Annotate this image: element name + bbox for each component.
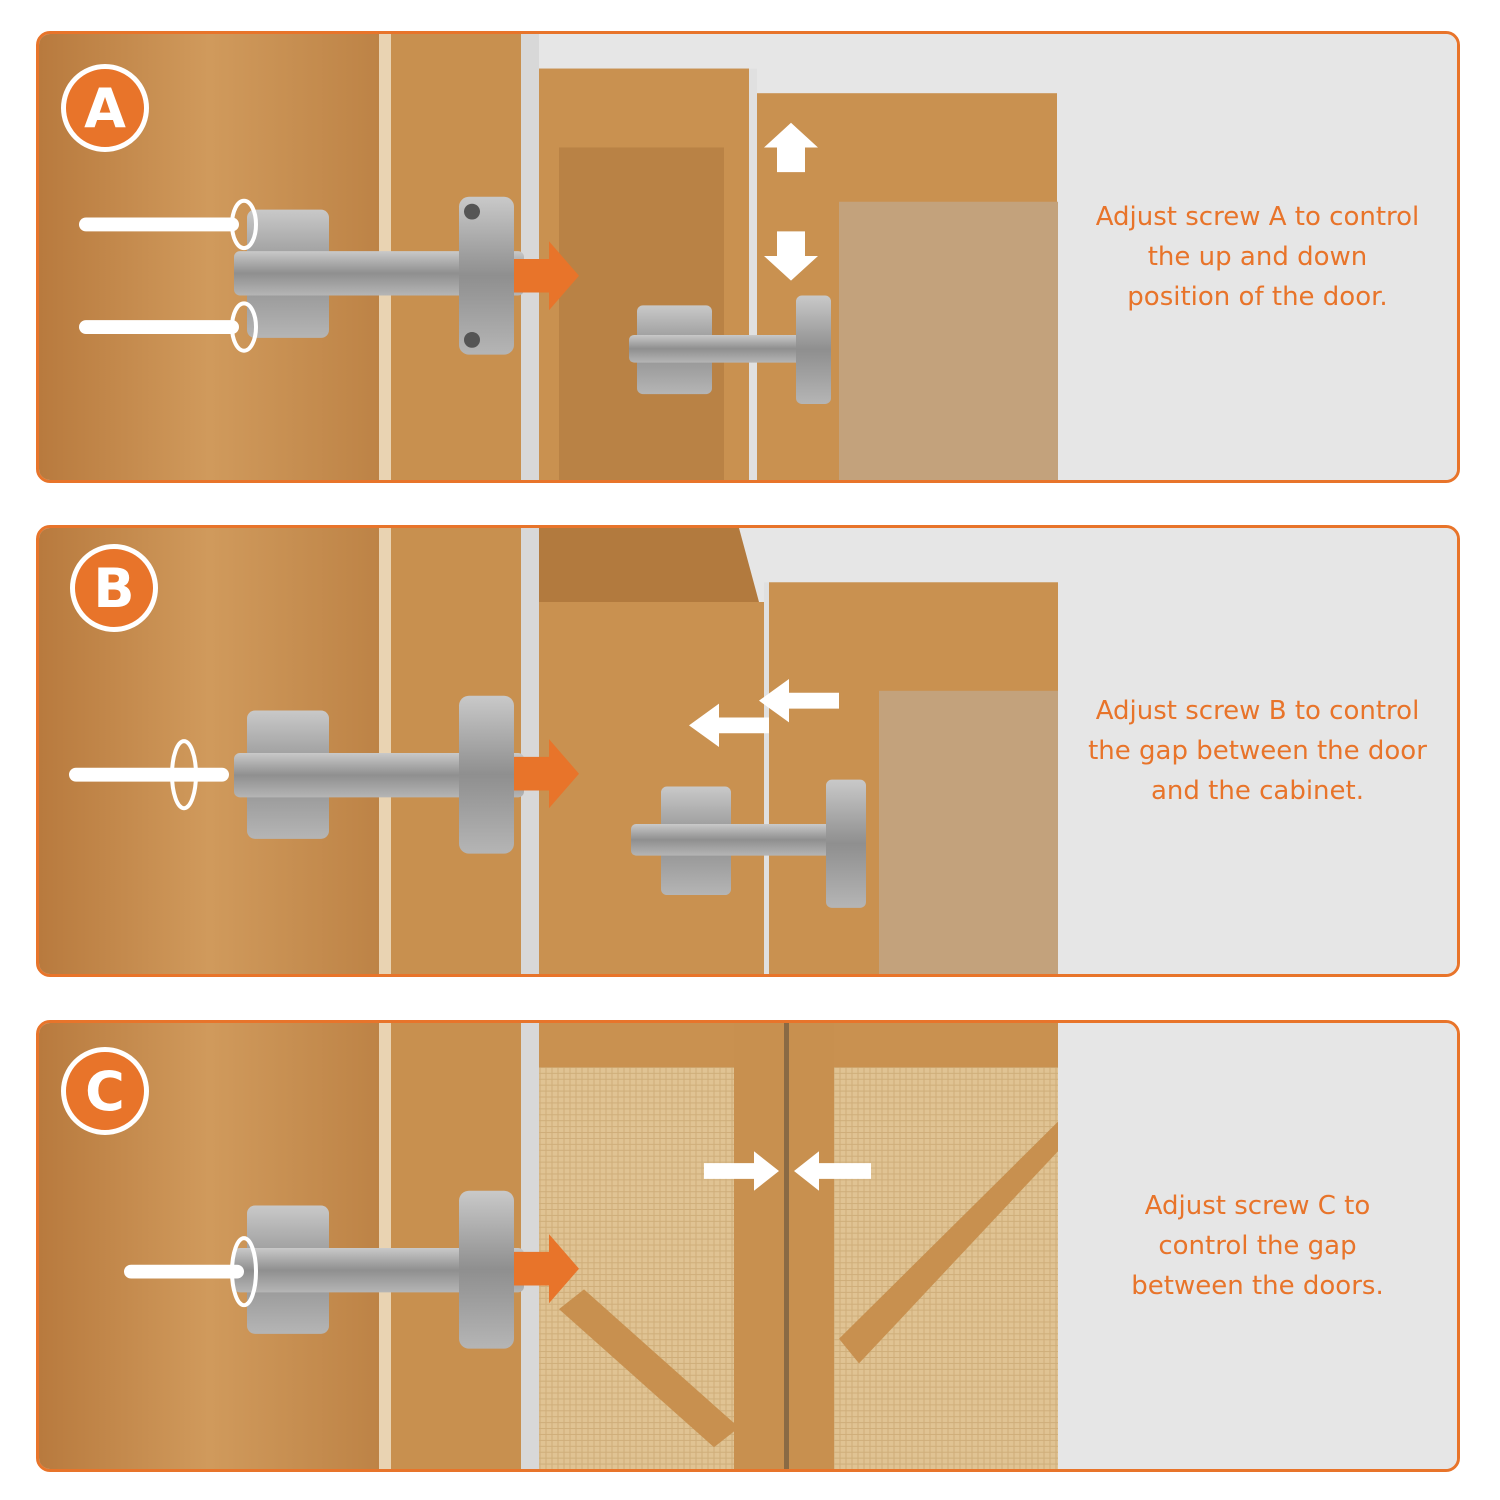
panel-c: C Adjust screw C to control the gap betw… xyxy=(36,1020,1460,1472)
caption-line: and the cabinet. xyxy=(1150,776,1364,806)
caption-area-a: Adjust screw A to control the up and dow… xyxy=(1058,34,1457,480)
caption-a: Adjust screw A to control the up and dow… xyxy=(1068,197,1448,317)
caption-area-b: Adjust screw B to control the gap betwee… xyxy=(1058,528,1457,974)
caption-line: the gap between the door xyxy=(1088,736,1427,766)
step-badge-c: C xyxy=(61,1047,149,1135)
panel-a: A Adjust screw A to control the up and d… xyxy=(36,31,1460,483)
caption-line: Adjust screw C to xyxy=(1144,1191,1371,1221)
caption-c: Adjust screw C to control the gap betwee… xyxy=(1068,1186,1448,1306)
panel-b: B Adjust screw B to control the gap betw… xyxy=(36,525,1460,977)
step-badge-b: B xyxy=(70,544,158,632)
hinge-photo-b xyxy=(39,528,1058,974)
caption-line: Adjust screw A to control xyxy=(1095,202,1420,232)
caption-line: Adjust screw B to control xyxy=(1095,696,1420,726)
caption-line: position of the door. xyxy=(1127,282,1388,312)
hinge-photo-c xyxy=(39,1023,1058,1469)
caption-line: control the gap xyxy=(1158,1231,1357,1261)
caption-b: Adjust screw B to control the gap betwee… xyxy=(1068,691,1448,811)
caption-area-c: Adjust screw C to control the gap betwee… xyxy=(1058,1023,1457,1469)
caption-line: the up and down xyxy=(1147,242,1368,272)
caption-line: between the doors. xyxy=(1131,1271,1384,1301)
step-badge-a: A xyxy=(61,64,149,152)
hinge-photo-a xyxy=(39,34,1058,480)
